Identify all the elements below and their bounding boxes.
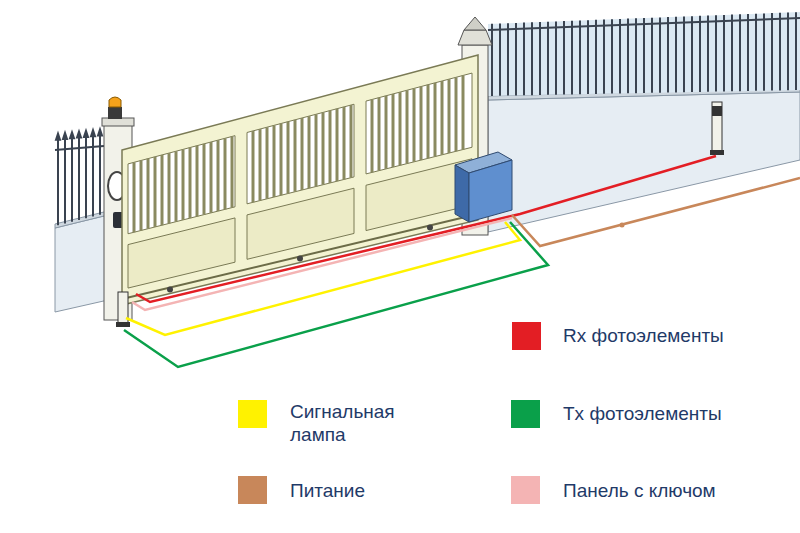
signal-lamp: [109, 97, 121, 107]
right-pillar-top: [464, 17, 486, 30]
legend-swatch: [238, 400, 267, 428]
right-photocell: [712, 106, 722, 116]
legend-label: Rx фотоэлементы: [563, 324, 783, 347]
motor-front: [469, 160, 512, 222]
power-wire: [512, 178, 800, 246]
right-pillar-cap: [458, 30, 492, 45]
left-photocell-post: [118, 292, 128, 326]
power-junction: [620, 223, 625, 228]
legend-swatch: [512, 322, 541, 350]
tx-wire: [124, 222, 548, 367]
right-fence-back: [488, 12, 800, 96]
left-pillar-cap: [102, 118, 134, 126]
signal-lamp-base: [108, 107, 122, 119]
right-wall: [488, 92, 800, 232]
lamp-wire: [126, 222, 520, 335]
left-fence-bars: [55, 130, 104, 226]
key-panel-wire: [132, 218, 512, 310]
right-fence-bars: [488, 12, 800, 96]
legend-swatch: [511, 476, 540, 504]
right-photocell-post: [712, 102, 722, 154]
legend-label: Сигнальная лампа: [290, 400, 410, 446]
left-wall: [55, 215, 108, 312]
left-post-foot: [116, 322, 130, 327]
legend-label: Tx фотоэлементы: [563, 402, 783, 425]
legend-label: Панель с ключом: [563, 479, 783, 502]
legend-swatch: [511, 400, 540, 428]
motor-side: [455, 165, 469, 222]
rx-wire: [136, 156, 716, 302]
right-post-foot: [710, 150, 724, 155]
legend-label: Питание: [290, 479, 470, 502]
legend-swatch: [238, 476, 267, 504]
